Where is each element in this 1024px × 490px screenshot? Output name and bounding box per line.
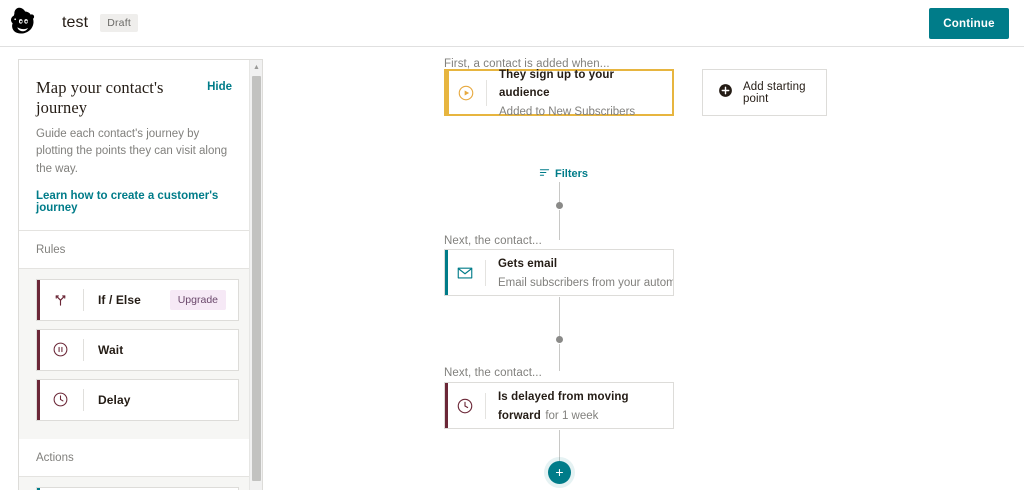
- learn-journey-link[interactable]: Learn how to create a customer's journey: [36, 189, 219, 214]
- flow-node-text: Is delayed from moving forward for 1 wee…: [486, 387, 673, 424]
- sidebar-item-wait[interactable]: Wait: [36, 328, 239, 371]
- flow-node-subtitle: for 1 week: [545, 409, 599, 422]
- flow-node-title: They sign up to your audience: [499, 68, 615, 100]
- journey-sidebar: Map your contact's journey Hide Guide ea…: [18, 59, 263, 490]
- flow-node-title: Is delayed from moving forward: [498, 390, 629, 422]
- accent-bar: [37, 487, 40, 490]
- connector-dot[interactable]: [556, 202, 563, 209]
- sidebar-intro-title: Map your contact's journey: [36, 78, 164, 117]
- accent-bar: [37, 279, 40, 320]
- sidebar-section-heading-rules: Rules: [19, 230, 249, 269]
- accent-bar: [37, 379, 40, 420]
- flow-node-title: Gets email: [498, 257, 558, 270]
- clock-icon: [37, 391, 83, 408]
- accent-bar: [37, 329, 40, 370]
- flow-node-subtitle: Added to New Subscribers: [499, 105, 636, 118]
- step-caption: Next, the contact...: [444, 235, 542, 247]
- sidebar-section-rules: If / Else Upgrade Wait Delay: [19, 269, 249, 439]
- sidebar-item-add-remove-group[interactable]: Add to or remove from a group: [36, 486, 239, 490]
- flow-node-text: They sign up to your audience Added to N…: [487, 65, 672, 121]
- sidebar-item-label: Wait: [98, 342, 124, 357]
- flow-node-subtitle: Email subscribers from your automation .…: [498, 276, 673, 289]
- sidebar-item-label: If / Else: [98, 292, 141, 307]
- sidebar-section-heading-actions: Actions: [19, 438, 249, 477]
- flow-node-text: Gets email Email subscribers from your a…: [486, 254, 673, 291]
- scroll-up-arrow-icon[interactable]: ▲: [253, 63, 260, 71]
- sidebar-item-delay[interactable]: Delay: [36, 378, 239, 421]
- mailchimp-freddie-logo-icon[interactable]: [2, 0, 48, 47]
- app-header: test Draft Continue: [0, 0, 1024, 47]
- trigger-caption: First, a contact is added when...: [444, 58, 610, 70]
- accent-bar: [445, 250, 448, 295]
- sidebar-scrollbar[interactable]: ▲: [249, 60, 262, 490]
- connector-line: [559, 210, 560, 240]
- play-circle-icon: [446, 84, 486, 102]
- filters-label: Filters: [555, 168, 589, 180]
- status-badge: Draft: [100, 14, 138, 32]
- page-title: test: [62, 14, 89, 31]
- sidebar-section-actions: Add to or remove from a group Add or rem…: [19, 477, 249, 490]
- add-step-button[interactable]: +: [548, 461, 571, 484]
- flow-node-delay[interactable]: Is delayed from moving forward for 1 wee…: [444, 382, 674, 429]
- add-starting-point-label: Add starting point: [743, 80, 806, 105]
- connector-line: [559, 182, 560, 204]
- sidebar-intro-panel: Map your contact's journey Hide Guide ea…: [19, 60, 249, 231]
- divider: [485, 259, 486, 286]
- add-starting-point-button[interactable]: Add starting point: [702, 69, 827, 116]
- connector-line: [559, 297, 560, 341]
- flow-node-trigger[interactable]: They sign up to your audience Added to N…: [444, 69, 674, 118]
- envelope-icon: [445, 264, 485, 282]
- connector-dot[interactable]: [556, 336, 563, 343]
- plus-icon: +: [555, 464, 564, 480]
- divider: [485, 392, 486, 419]
- connector-line: [559, 344, 560, 371]
- divider: [83, 288, 84, 311]
- hide-intro-button[interactable]: Hide: [207, 81, 232, 93]
- continue-button[interactable]: Continue: [929, 8, 1009, 39]
- divider: [486, 79, 487, 106]
- flow-node-gets-email[interactable]: Gets email Email subscribers from your a…: [444, 249, 674, 296]
- clock-icon: [445, 397, 485, 415]
- accent-bar: [445, 383, 448, 428]
- filters-button[interactable]: Filters: [539, 167, 588, 181]
- pause-circle-icon: [37, 341, 83, 358]
- upgrade-badge: Upgrade: [169, 289, 226, 310]
- sidebar-item-label: Delay: [98, 392, 131, 407]
- divider: [83, 388, 84, 411]
- sidebar-item-if-else[interactable]: If / Else Upgrade: [36, 278, 239, 321]
- connector-line: [559, 430, 560, 462]
- step-caption: Next, the contact...: [444, 367, 542, 379]
- divider: [83, 338, 84, 361]
- sidebar-intro-body: Guide each contact's journey by plotting…: [36, 128, 228, 175]
- scrollbar-thumb[interactable]: [252, 76, 261, 481]
- filter-lines-icon: [539, 167, 550, 181]
- accent-bar: [446, 71, 449, 114]
- journey-canvas: First, a contact is added when... They s…: [264, 47, 1024, 490]
- branch-icon: [37, 291, 83, 308]
- plus-circle-icon: [717, 82, 734, 104]
